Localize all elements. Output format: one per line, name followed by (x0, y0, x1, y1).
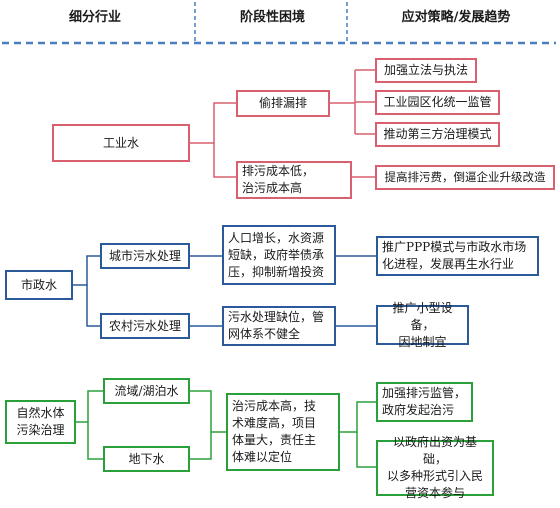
natural-strategy-funding: 以政府出资为基础， 以多种形式引入民 营资本参与 (376, 435, 494, 500)
industrial-strategy-park: 工业园区化统一监管 (375, 90, 500, 115)
header-dilemma: 阶段性困境 (239, 10, 305, 25)
municipal-strategy-ppp: 推广PPP模式与市政水市场 化进程，发展再生水行业 (376, 236, 539, 276)
natural-water-node: 自然水体 污染治理 (5, 400, 76, 444)
municipal-segment-rural: 农村污水处理 (100, 313, 190, 339)
natural-segment-basin: 流域/湖泊水 (103, 378, 190, 404)
natural-segment-groundwater: 地下水 (103, 446, 190, 472)
municipal-problem-rural: 污水处理缺位，管 网体系不健全 (222, 306, 336, 346)
municipal-strategy-rural: 推广小型设备， 因地制宜 (376, 301, 469, 349)
natural-strategy-supervision: 加强排污监管， 政府发起治污 (376, 382, 473, 422)
header-strategy: 应对策略/发展趋势 (401, 10, 511, 25)
industrial-water-node: 工业水 (52, 124, 190, 162)
industrial-problem-cost: 排污成本低， 治污成本高 (236, 161, 352, 199)
header-segment: 细分行业 (68, 10, 121, 25)
industrial-strategy-fee: 提高排污费，倒逼企业升级改造 (375, 165, 555, 190)
municipal-segment-urban: 城市污水处理 (100, 243, 190, 269)
industrial-strategy-law: 加强立法与执法 (375, 58, 477, 83)
industrial-strategy-thirdparty: 推动第三方治理模式 (375, 122, 500, 147)
municipal-problem-urban: 人口增长，水资源 短缺，政府举债承 压，抑制新增投资 (222, 225, 336, 285)
municipal-water-node: 市政水 (5, 270, 73, 300)
natural-problem: 治污成本高，技 术难度高，项目 体量大，责任主 体难以定位 (226, 393, 340, 471)
industrial-problem-discharge: 偷排漏排 (236, 90, 330, 117)
